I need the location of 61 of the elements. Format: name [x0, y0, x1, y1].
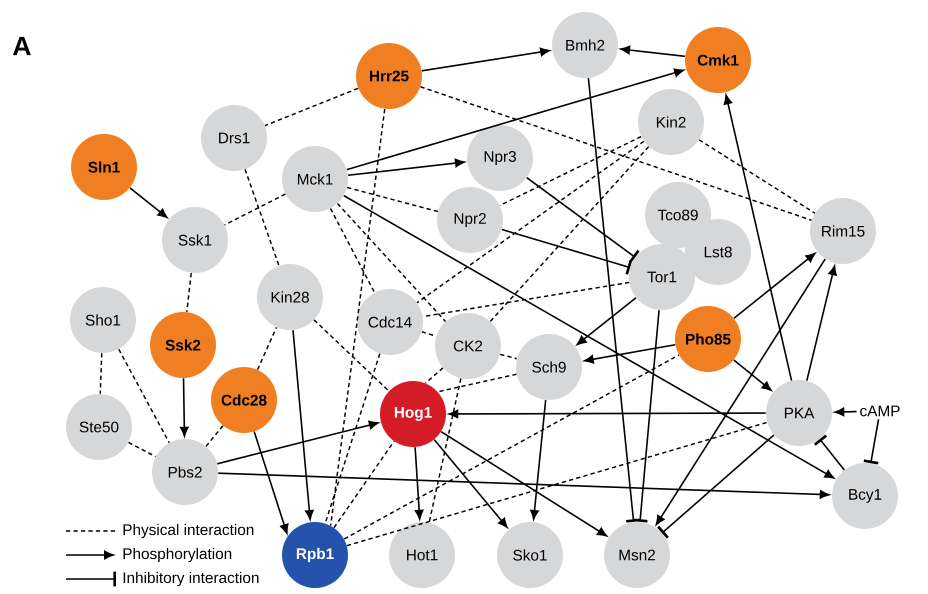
interaction-line: [344, 354, 680, 540]
interaction-line: [186, 272, 192, 312]
arrow: [440, 431, 608, 536]
arrow: [584, 344, 676, 364]
interaction-line: [330, 208, 376, 293]
legend-label: Phosphorylation: [124, 548, 232, 562]
interaction-line: [422, 331, 436, 337]
interaction-line: [118, 348, 170, 444]
interaction-line: [206, 425, 224, 447]
interaction-line: [330, 108, 386, 526]
interaction-line: [333, 440, 395, 528]
interaction-line: [698, 139, 816, 214]
arrow: [806, 265, 837, 381]
interaction-line: [336, 203, 446, 322]
arrow: [724, 94, 792, 381]
interaction-line: [256, 327, 278, 370]
inhibition-line: [588, 78, 641, 523]
arrow: [620, 46, 686, 58]
interaction-line: [420, 86, 812, 221]
interaction-line: [438, 374, 517, 392]
arrow: [348, 158, 465, 176]
legend-label: Inhibitory interaction: [124, 572, 258, 586]
arrow: [834, 408, 857, 416]
interaction-line: [416, 140, 644, 304]
arrow: [576, 297, 636, 346]
arrow: [733, 359, 772, 391]
interaction-line: [490, 146, 650, 322]
arrow: [346, 68, 684, 170]
interaction-line: [428, 378, 462, 523]
node-label: Lst8: [704, 246, 732, 258]
arrow: [434, 439, 508, 528]
molecule-label: cAMP: [860, 406, 900, 416]
arrow: [180, 378, 189, 437]
arrow: [129, 187, 168, 218]
interaction-line: [500, 136, 642, 206]
interaction-line: [100, 353, 102, 394]
node-label: Tor1: [647, 272, 676, 282]
arrow: [733, 252, 816, 319]
interaction-line: [244, 169, 280, 266]
arrow: [253, 431, 288, 534]
arrow: [217, 420, 379, 465]
interaction-line: [314, 319, 390, 392]
interaction-line: [346, 186, 438, 212]
interaction-line: [128, 442, 156, 458]
interaction-line: [424, 367, 444, 384]
interaction-line: [224, 193, 286, 226]
arrow: [292, 330, 314, 520]
interaction-line: [500, 354, 517, 360]
arrow: [343, 194, 834, 479]
panel-letter: A: [12, 36, 31, 56]
interaction-line: [346, 422, 768, 546]
interaction-line: [324, 353, 381, 524]
arrow: [656, 258, 826, 526]
legend-label: Physical interaction: [124, 524, 254, 538]
arrow: [530, 400, 546, 520]
arrow: [448, 410, 766, 418]
arrow: [414, 447, 424, 520]
arrow: [218, 472, 830, 499]
interaction-line: [264, 88, 358, 126]
node-label: Tco89: [658, 210, 698, 220]
arrow: [422, 48, 550, 72]
